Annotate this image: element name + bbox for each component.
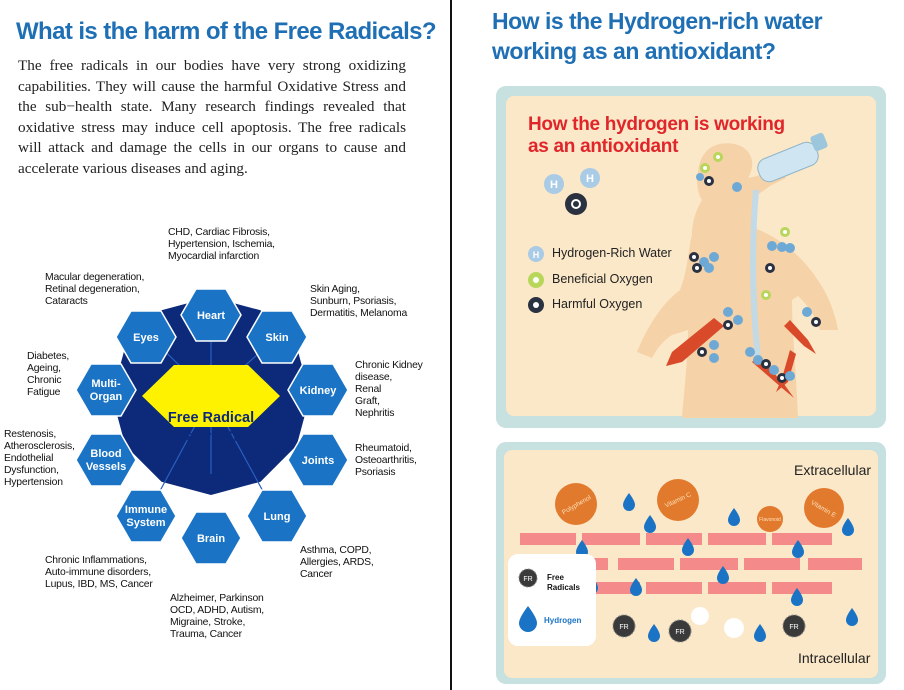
hex-joints-label: Joints xyxy=(302,455,334,467)
human-silhouette xyxy=(637,143,838,418)
legend-hydrogen: Hydrogen xyxy=(544,616,581,625)
hex-lung xyxy=(246,489,308,543)
hex-skin xyxy=(246,310,308,364)
hex-brain-label: Brain xyxy=(197,533,225,545)
harm-title: What is the harm of the Free Radicals? xyxy=(16,18,437,45)
hex-blood-label-2: Vessels xyxy=(86,461,126,473)
hex-brain xyxy=(180,511,242,565)
legend-h-letter: H xyxy=(533,250,540,260)
hex-blood xyxy=(75,433,137,487)
hex-immune-label-1: Immune xyxy=(125,504,167,516)
hex-immune-label-2: System xyxy=(126,517,165,529)
label-joints: Rheumatoid, Osteoarthritis, Psoriasis xyxy=(355,443,417,478)
hex-heart xyxy=(180,288,242,342)
molecule-h-right: H xyxy=(586,173,594,185)
hex-eyes-label: Eyes xyxy=(133,332,159,344)
label-eyes: Macular degeneration, Retinal degenerati… xyxy=(45,272,145,307)
hex-multi-organ xyxy=(75,363,137,417)
hex-eyes xyxy=(115,310,177,364)
column-divider xyxy=(450,0,452,690)
legend-free: Free xyxy=(547,573,564,582)
hw-title-line-2: as an antioxidant xyxy=(528,136,679,157)
label-brain: Alzheimer, Parkinson OCD, ADHD, Autism, … xyxy=(170,593,264,640)
center-hexagon xyxy=(142,365,280,427)
legend-icons: H xyxy=(528,246,544,313)
hex-kidney-label: Kidney xyxy=(300,385,338,397)
body-particles xyxy=(689,152,821,383)
flavonoid-label: Flavonoid xyxy=(759,517,781,523)
hex-skin-label: Skin xyxy=(265,332,289,344)
hydrogen-working-title: How the hydrogen is working as an antiox… xyxy=(528,114,785,158)
legend-hydrogen-rich-water: Hydrogen-Rich Water xyxy=(552,246,672,260)
harm-paragraph: The free radicals in our bodies have ver… xyxy=(18,57,406,177)
right-column: How is the Hydrogen-rich water working a… xyxy=(452,0,904,690)
label-multi-organ: Diabetes, Ageing, Chronic Fatigue xyxy=(27,351,70,398)
antioxidant-title: How is the Hydrogen-rich water working a… xyxy=(492,8,823,64)
legend-beneficial-oxygen: Beneficial Oxygen xyxy=(552,272,653,286)
free-radicals xyxy=(612,607,806,643)
center-line-1: Free Radical xyxy=(168,410,254,426)
hex-lung-label: Lung xyxy=(264,511,291,523)
intracellular-label: Intracellular xyxy=(798,650,871,666)
legend-harmful-oxygen: Harmful Oxygen xyxy=(552,297,643,311)
label-blood: Restenosis, Atherosclerosis, Endothelial… xyxy=(4,429,75,488)
label-kidney: Chronic Kidney disease, Renal Graft, Nep… xyxy=(355,360,423,419)
label-immune: Chronic Inflammations, Auto-immune disor… xyxy=(45,555,153,590)
hex-multi-label-1: Multi- xyxy=(91,378,121,390)
legend-radicals: Radicals xyxy=(547,583,580,592)
hex-kidney xyxy=(287,363,349,417)
water-bottle xyxy=(757,132,828,183)
label-skin: Skin Aging, Sunburn, Psoriasis, Dermatit… xyxy=(310,284,408,319)
hex-multi-label-2: Organ xyxy=(90,391,123,403)
center-line-2: Oxidative Stress xyxy=(154,429,268,445)
antioxidant-molecules xyxy=(555,479,844,532)
molecule-h-left: H xyxy=(550,179,558,191)
legend-fr-icon: FR xyxy=(523,576,532,583)
fr-label-2: FR xyxy=(675,629,684,636)
left-column: What is the harm of the Free Radicals? T… xyxy=(0,0,450,690)
label-lung: Asthma, COPD, Allergies, ARDS, Cancer xyxy=(300,545,374,580)
hex-joints xyxy=(287,433,349,487)
fr-label-1: FR xyxy=(619,624,628,631)
hw-title-line-1: How the hydrogen is working xyxy=(528,114,785,135)
extracellular-label: Extracellular xyxy=(794,462,872,478)
organ-diagram: Free Radical Oxidative Stress xyxy=(75,288,349,565)
body-illustration: H H H xyxy=(496,132,886,684)
hex-immune xyxy=(115,489,177,543)
cell-legend-box xyxy=(508,554,596,646)
legend-hydrogen-icon xyxy=(519,606,537,632)
molecule-icon: H H xyxy=(544,168,600,215)
hex-blood-label-1: Blood xyxy=(90,448,121,460)
hex-heart-label: Heart xyxy=(197,310,225,322)
label-heart: CHD, Cardiac Fibrosis, Hypertension, Isc… xyxy=(168,227,275,262)
fr-label-3: FR xyxy=(789,624,798,631)
